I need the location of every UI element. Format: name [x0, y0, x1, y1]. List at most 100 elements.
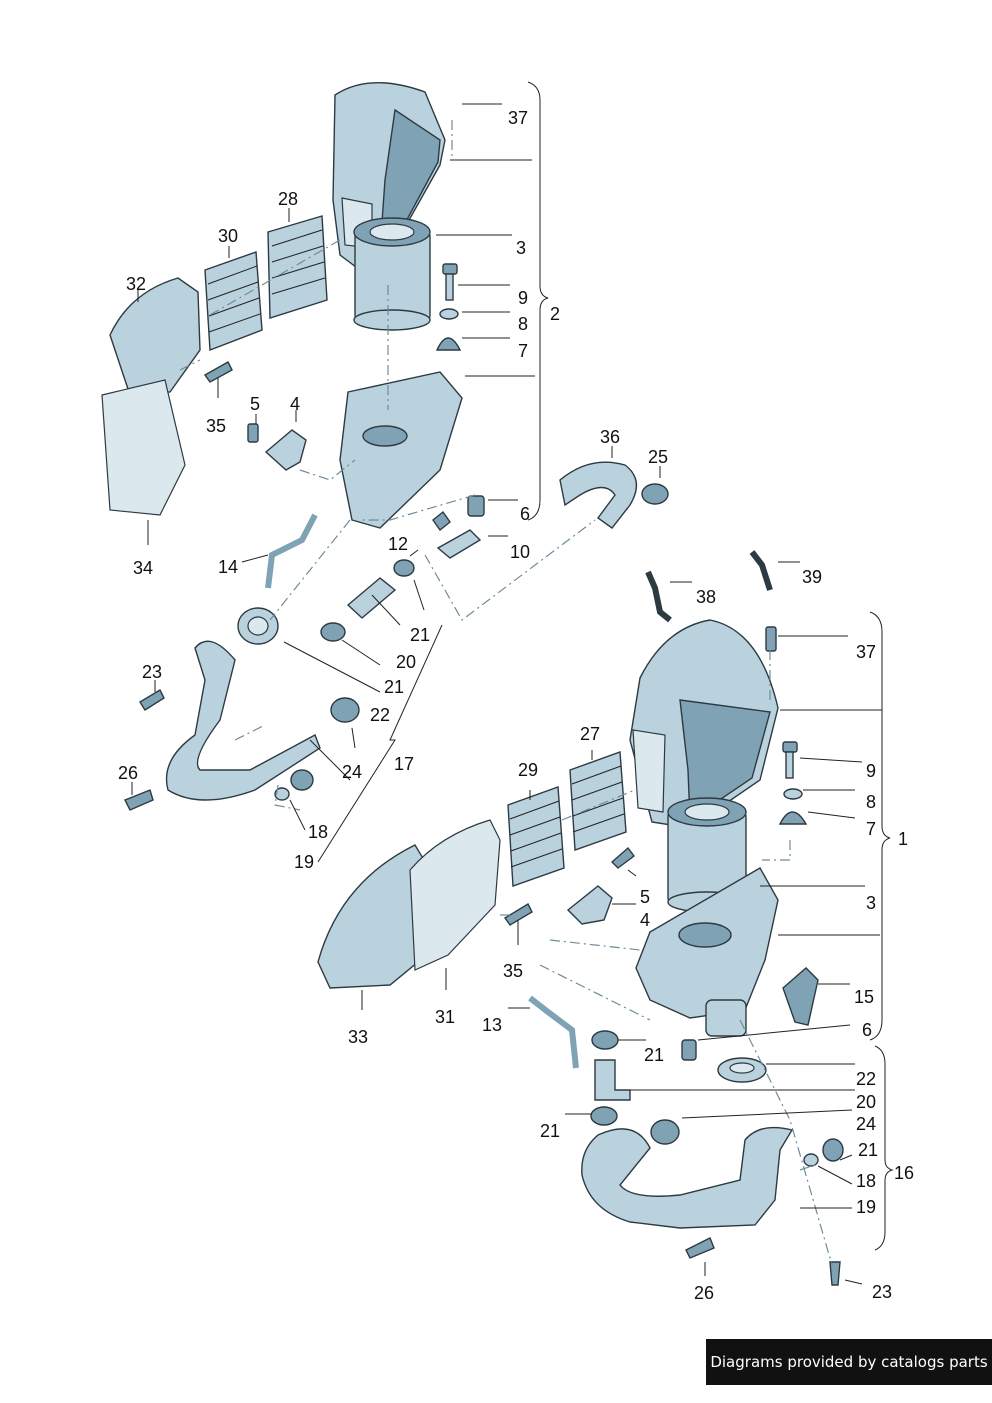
lower-housing-inlet — [632, 729, 666, 813]
upper-clamp-21b — [393, 559, 415, 577]
upper-screw-5 — [247, 423, 259, 443]
upper-clamp-20 — [320, 622, 346, 642]
lower-screw-35 — [503, 903, 533, 926]
lower-filter-pad-29 — [507, 786, 565, 887]
upper-air-duct-34 — [101, 379, 186, 516]
callout-label: 19 — [856, 1197, 876, 1217]
lower-hose-38 — [645, 570, 672, 623]
upper-bracket-10 — [436, 529, 482, 559]
callout-label: 23 — [142, 662, 162, 682]
callout-label: 21 — [644, 1045, 664, 1065]
lower-screw-5 — [610, 846, 635, 869]
lower-pipe-13 — [528, 995, 579, 1069]
upper-assembly — [101, 82, 669, 811]
upper-pipe-14 — [265, 513, 318, 589]
callout-label: 32 — [126, 274, 146, 294]
brace-group-1 — [869, 611, 891, 1041]
callout-label: 9 — [518, 288, 528, 308]
callout-label: 23 — [872, 1282, 892, 1302]
callout-label: 12 — [388, 534, 408, 554]
lower-assembly-lines — [500, 650, 833, 1266]
callout-label: 20 — [396, 652, 416, 672]
lower-clamp-21a — [591, 1030, 619, 1050]
lower-hose-39 — [749, 550, 773, 591]
upper-plug-6 — [467, 495, 485, 517]
lower-bolt-26 — [685, 1237, 715, 1259]
lower-clamp-21b — [590, 1106, 618, 1126]
callout-label: 5 — [250, 394, 260, 414]
lower-seal-ring-inner — [729, 1062, 755, 1074]
callout-label: 22 — [856, 1069, 876, 1089]
callout-label: 35 — [206, 416, 226, 436]
callout-label: 26 — [694, 1283, 714, 1303]
group-braces — [527, 81, 894, 1251]
lower-cover-31 — [409, 819, 501, 971]
callout-label: 33 — [348, 1027, 368, 1047]
callout-label: 39 — [802, 567, 822, 587]
callout-label: 6 — [862, 1020, 872, 1040]
callout-label: 21 — [540, 1121, 560, 1141]
callout-label: 2 — [550, 304, 560, 324]
upper-filter-element — [353, 217, 431, 331]
callout-label: 8 — [518, 314, 528, 334]
lower-plug-6 — [681, 1039, 697, 1061]
callout-label: 4 — [290, 394, 300, 414]
upper-bolt-9 — [442, 263, 458, 301]
callout-label: 38 — [696, 587, 716, 607]
lower-screw-23 — [829, 1261, 841, 1286]
callout-label: 21 — [384, 677, 404, 697]
lower-grommet-21c — [822, 1138, 844, 1162]
lower-intake-pipe — [581, 1126, 794, 1229]
callout-label: 24 — [856, 1114, 876, 1134]
brace-group-2 — [527, 81, 549, 521]
lower-tee-20 — [594, 1059, 631, 1101]
upper-hose-21a — [346, 577, 397, 619]
callout-label: 14 — [218, 557, 238, 577]
callout-label: 21 — [410, 625, 430, 645]
callout-label: 15 — [854, 987, 874, 1007]
callout-label: 5 — [640, 887, 650, 907]
upper-seal-ring-inner — [247, 616, 269, 636]
callout-label: 17 — [394, 754, 414, 774]
lower-washer-8 — [783, 788, 803, 800]
lower-bolt-9 — [782, 741, 798, 779]
upper-lower-housing — [339, 371, 463, 529]
lower-sensor-15 — [782, 967, 819, 1026]
lower-filter-element — [667, 797, 747, 913]
callout-label: 29 — [518, 760, 538, 780]
lower-screw-37 — [765, 626, 777, 652]
upper-plug-18b — [274, 787, 290, 801]
callout-label: 28 — [278, 189, 298, 209]
diagram-credit-banner: Diagrams provided by catalogs parts — [706, 1339, 992, 1385]
callout-label: 18 — [308, 822, 328, 842]
lower-housing-outlet — [678, 922, 732, 948]
upper-bolt-26 — [124, 789, 154, 811]
callout-label: 20 — [856, 1092, 876, 1112]
lower-grommet-7 — [778, 811, 808, 825]
callout-label: 1 — [898, 829, 908, 849]
callout-label: 9 — [866, 761, 876, 781]
lower-housing-spigot — [705, 999, 747, 1037]
callout-label: 19 — [294, 852, 314, 872]
lower-assembly — [317, 550, 844, 1286]
callout-label: 4 — [640, 910, 650, 930]
callout-label: 34 — [133, 558, 153, 578]
callout-label: 37 — [856, 642, 876, 662]
callout-label: 10 — [510, 542, 530, 562]
callout-labels: 37 3 9 2 8 7 28 30 32 35 5 4 34 36 25 6 … — [118, 108, 914, 1303]
upper-assembly-lines — [179, 120, 596, 811]
upper-grommet-7 — [435, 337, 462, 351]
callout-label: 13 — [482, 1015, 502, 1035]
upper-clamp-24 — [330, 697, 360, 723]
leader-lines — [131, 103, 882, 1285]
callout-label: 7 — [518, 341, 528, 361]
callout-label: 21 — [858, 1140, 878, 1160]
callout-label: 30 — [218, 226, 238, 246]
upper-breather-hose-36 — [559, 461, 638, 529]
callout-label: 16 — [894, 1163, 914, 1183]
upper-nut-12 — [432, 510, 451, 532]
upper-filter-pad-28 — [267, 215, 328, 319]
callout-label: 8 — [866, 792, 876, 812]
upper-screw-35 — [203, 361, 233, 383]
